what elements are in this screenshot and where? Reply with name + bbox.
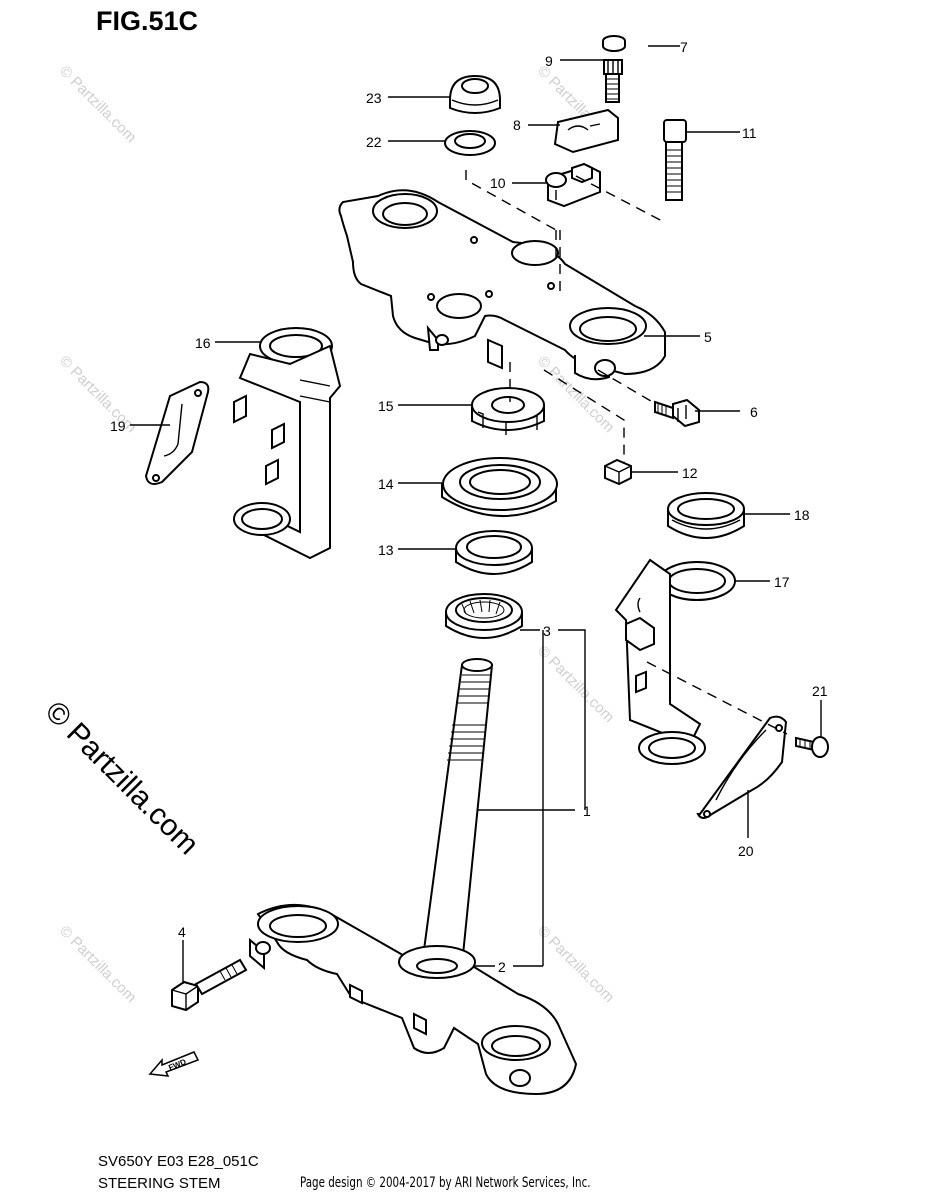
part-3-bearing[interactable] [445,593,523,639]
callout-13: 13 [378,542,394,558]
callout-1: 1 [583,803,591,819]
part-8-holder-upper[interactable] [553,108,619,154]
part-11-bolt[interactable] [663,119,687,201]
callout-numbers: 7 9 23 22 8 11 10 5 6 15 12 14 18 13 17 … [110,39,828,975]
part-15-stem-nut[interactable] [471,387,545,435]
part-23-damper[interactable] [449,74,501,114]
part-4-bolt[interactable] [171,958,248,1012]
callout-14: 14 [378,476,394,492]
part-19-bracket-left[interactable] [144,380,210,485]
callout-20: 20 [738,843,754,859]
part-17-cover-right[interactable] [614,558,736,765]
callout-9: 9 [545,53,553,69]
callout-8: 8 [513,117,521,133]
part-10-holder-lower[interactable] [545,162,601,208]
part-7-cap[interactable] [602,35,626,52]
figure-title: FIG.51C [96,6,199,36]
callout-16: 16 [195,335,211,351]
part-13-bearing-race[interactable] [455,530,533,575]
part-1-steering-stem[interactable] [420,658,494,966]
part-21-bolt[interactable] [795,736,829,758]
page-credit: Page design © 2004-2017 by ARI Network S… [300,1175,591,1191]
callout-3: 3 [543,623,551,639]
callout-22: 22 [366,134,382,150]
callout-2: 2 [498,959,506,975]
fwd-label: FWD [167,1057,187,1072]
model-code: SV650Y E03 E28_051C [98,1153,259,1170]
callout-15: 15 [378,398,394,414]
section-name: STEERING STEM [98,1175,221,1192]
callout-6: 6 [750,404,758,420]
callout-4: 4 [178,924,186,940]
part-16-cover-left[interactable] [233,327,342,560]
part-22-washer[interactable] [444,130,496,156]
callout-10: 10 [490,175,506,191]
callout-12: 12 [682,465,698,481]
part-14-dust-seal[interactable] [441,457,558,517]
callout-17: 17 [774,574,790,590]
part-12-nut[interactable] [604,458,632,486]
callout-23: 23 [366,90,382,106]
callout-11: 11 [742,125,757,141]
part-5-upper-bracket[interactable] [338,189,666,381]
part-9-bolt[interactable] [603,59,623,103]
part-6-bolt[interactable] [654,398,700,428]
part-2-lower-bracket[interactable] [249,904,578,1096]
callout-19: 19 [110,418,126,434]
forward-arrow-icon: FWD [148,1051,200,1077]
callout-5: 5 [704,329,712,345]
callout-7: 7 [680,39,688,55]
callout-21: 21 [812,683,828,699]
leader-lines [130,45,822,984]
part-20-bracket-right[interactable] [696,715,788,819]
part-18-seal[interactable] [667,492,745,539]
callout-18: 18 [794,507,810,523]
